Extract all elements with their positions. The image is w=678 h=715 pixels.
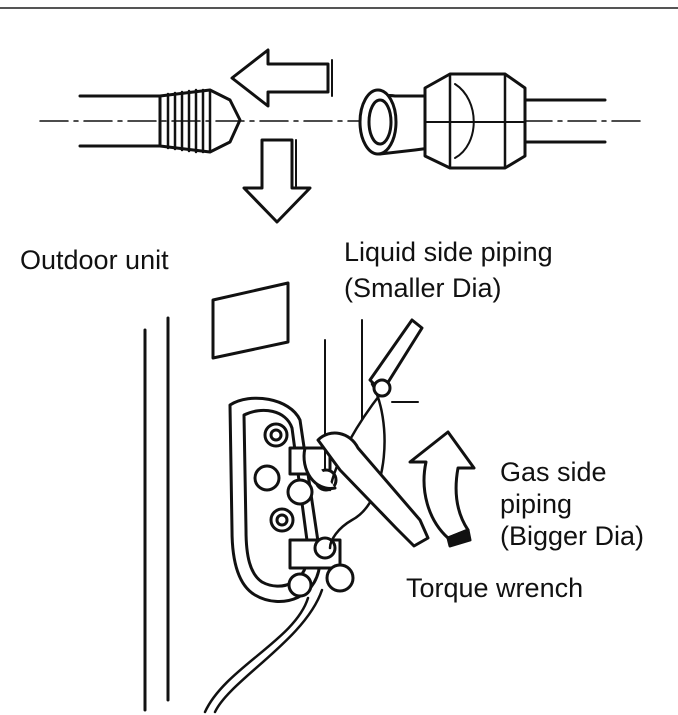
label-torque-wrench: Torque wrench [406, 573, 584, 603]
label-liquid-side-1: Liquid side piping [344, 237, 553, 267]
flare-nut-right [358, 72, 607, 170]
arrow-down [242, 138, 312, 224]
torque-wrench [302, 431, 430, 548]
label-gas-side-2: piping [500, 489, 573, 519]
valve-fittings [203, 422, 355, 714]
label-outdoor-unit: Outdoor unit [20, 245, 169, 275]
outdoor-unit-body [143, 281, 290, 712]
rotation-arrow [408, 430, 476, 548]
label-gas-side-3: (Bigger Dia) [500, 521, 645, 551]
liquid-pipe [324, 318, 424, 550]
arrow-left [230, 48, 333, 108]
label-liquid-side-2: (Smaller Dia) [344, 273, 502, 303]
label-gas-side-1: Gas side [500, 457, 607, 487]
